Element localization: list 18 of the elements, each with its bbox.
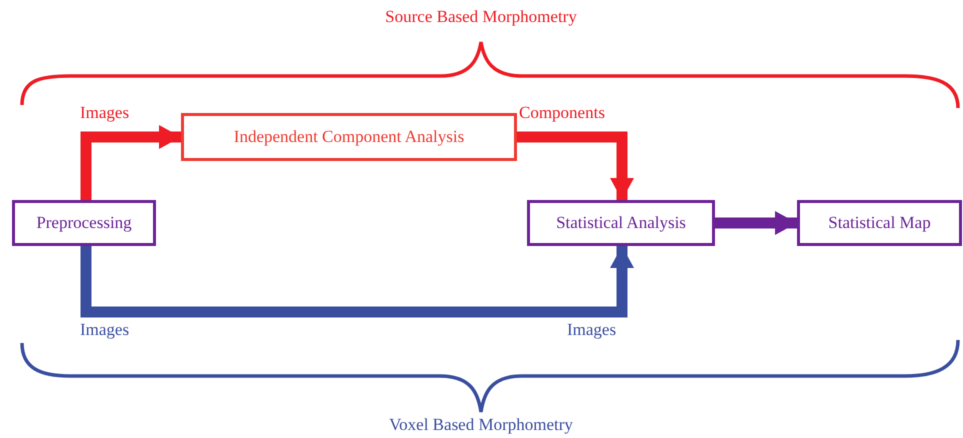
edge-label: Components (519, 104, 605, 123)
box-label: Statistical Analysis (556, 213, 686, 233)
box-label: Preprocessing (36, 213, 132, 233)
heading-label: Voxel Based Morphometry (389, 416, 573, 435)
flow-label: Images (80, 321, 130, 340)
edge-label: Images (567, 321, 616, 340)
arrow (517, 132, 634, 200)
arrow (715, 211, 797, 235)
process-box (12, 200, 156, 246)
arrow (80, 125, 181, 200)
edge-label: Images (80, 104, 130, 123)
process-box (527, 200, 715, 246)
heading-label: Source Based Morphometry (385, 8, 577, 27)
box-label: Statistical Map (828, 213, 931, 233)
box-label: Independent Component Analysis (234, 127, 464, 147)
process-box (181, 113, 517, 161)
process-box (797, 200, 962, 246)
arrow (80, 246, 634, 318)
